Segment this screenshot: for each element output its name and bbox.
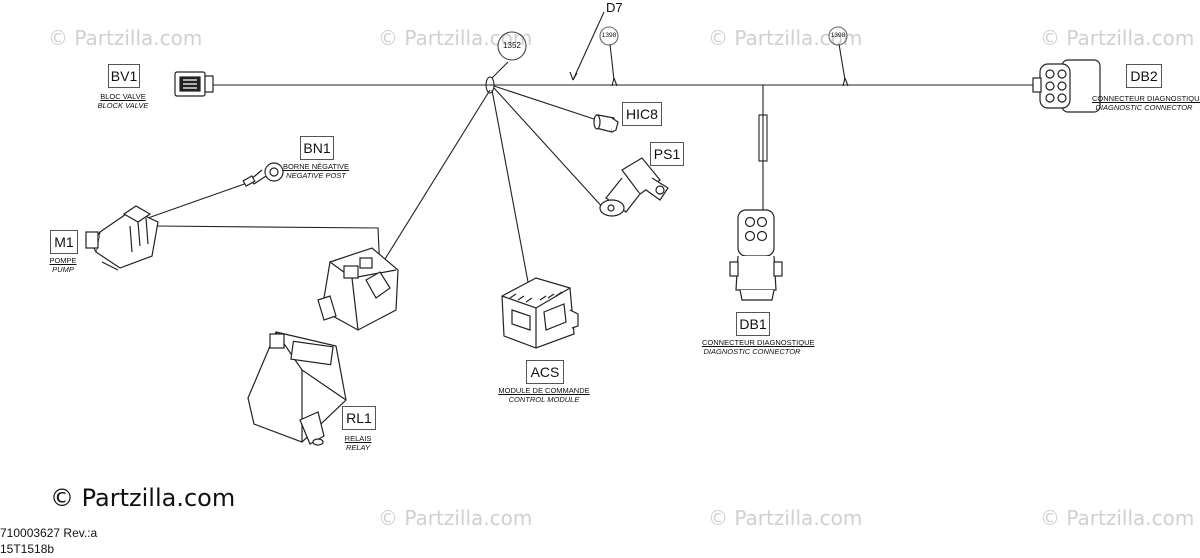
tag-1398-a: 1398	[601, 32, 617, 39]
db2-label-en: DIAGNOSTIC CONNECTOR	[1095, 103, 1193, 112]
tag-1398-circle-b	[828, 26, 848, 46]
tag-1398-circle-a	[599, 26, 619, 46]
watermark: © Partzilla.com	[378, 506, 533, 530]
db1-description: CONNECTEUR DIAGNOSTIQUE DIAGNOSTIC CONNE…	[702, 338, 815, 356]
bv1-connector	[174, 71, 214, 97]
tag-1352-circle	[497, 31, 527, 61]
db1-code: DB1	[736, 312, 770, 336]
wire-to-relay	[371, 89, 491, 281]
db1-label-en: DIAGNOSTIC CONNECTOR	[703, 347, 801, 356]
db2-description: CONNECTEUR DIAGNOSTIQUE DIAGNOSTIC CONNE…	[1092, 94, 1200, 112]
bn1-label-fr: BORNE NÉGATIVE	[282, 162, 350, 171]
wire-to-ps1	[493, 87, 606, 211]
m1-description: POMPE PUMP	[40, 256, 86, 274]
watermark: © Partzilla.com	[48, 26, 203, 50]
relay-socket	[317, 247, 399, 331]
m1-pump-connector	[85, 205, 159, 271]
m1-label-fr: POMPE	[49, 256, 77, 265]
db2-connector	[1032, 59, 1101, 113]
relay-rl1	[247, 331, 347, 446]
wire-to-acs	[491, 89, 529, 283]
hic8-connector	[593, 114, 619, 133]
watermark: © Partzilla.com	[1040, 506, 1195, 530]
branch-node	[485, 76, 495, 94]
rl1-code: RL1	[342, 406, 376, 430]
bv1-label-fr: BLOC VALVE	[100, 92, 146, 101]
rl1-label-fr: RELAIS	[344, 434, 372, 443]
footer-code: 15T1518b	[0, 542, 55, 556]
harness-name: D7	[606, 0, 623, 15]
db1-label-fr: CONNECTEUR DIAGNOSTIQUE	[702, 338, 815, 347]
brand-mark: © Partzilla.com	[50, 484, 236, 512]
wire-pump-post	[147, 181, 251, 219]
bv1-description: BLOC VALVE BLOCK VALVE	[88, 92, 158, 110]
tag-1398-b: 1398	[830, 32, 846, 39]
tag-1352: 1352	[503, 41, 521, 50]
watermark: © Partzilla.com	[708, 26, 863, 50]
watermark: © Partzilla.com	[1040, 26, 1195, 50]
hic8-code: HIC8	[622, 102, 662, 126]
bn1-label-en: NEGATIVE POST	[286, 171, 346, 180]
rl1-description: RELAIS RELAY	[332, 434, 384, 452]
ps1-sensor	[599, 157, 669, 217]
watermark: © Partzilla.com	[378, 26, 533, 50]
acs-description: MODULE DE COMMANDE CONTROL MODULE	[496, 386, 592, 404]
bn1-code: BN1	[300, 136, 334, 160]
m1-label-en: PUMP	[52, 265, 74, 274]
acs-control-module	[501, 277, 579, 349]
bn1-ring-terminal	[242, 162, 284, 187]
m1-code: M1	[50, 230, 78, 254]
db1-connector	[729, 209, 783, 301]
rl1-label-en: RELAY	[345, 443, 371, 452]
watermark: © Partzilla.com	[708, 506, 863, 530]
db2-label-fr: CONNECTEUR DIAGNOSTIQUE	[1092, 94, 1200, 103]
bn1-description: BORNE NÉGATIVE NEGATIVE POST	[280, 162, 352, 180]
acs-label-en: CONTROL MODULE	[508, 395, 580, 404]
ps1-code: PS1	[650, 142, 684, 166]
acs-code: ACS	[526, 360, 564, 384]
footer-revision: 710003627 Rev.:a	[0, 526, 98, 540]
bv1-label-en: BLOCK VALVE	[97, 101, 149, 110]
bv1-code: BV1	[108, 64, 140, 88]
acs-label-fr: MODULE DE COMMANDE	[498, 386, 590, 395]
db2-code: DB2	[1126, 64, 1162, 88]
wire-to-hic8	[493, 85, 598, 121]
